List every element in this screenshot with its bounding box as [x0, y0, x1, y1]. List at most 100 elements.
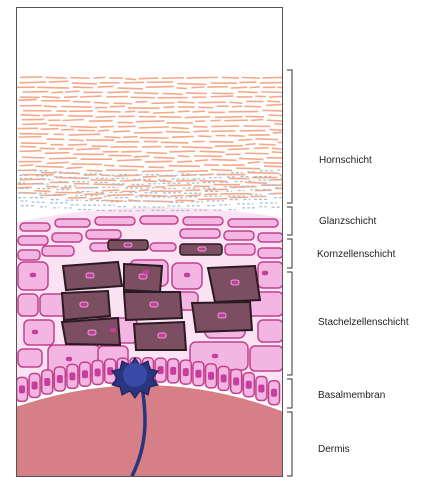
horn-flake [274, 124, 282, 125]
horn-flake [134, 156, 150, 157]
horn-flake [182, 147, 213, 148]
horn-flake [65, 91, 79, 92]
horn-flake [22, 124, 47, 125]
horn-flake [198, 199, 227, 200]
basal-cell [155, 358, 166, 382]
horn-flake [163, 107, 174, 108]
horn-flake [248, 173, 279, 174]
basal-cell [218, 366, 229, 390]
horn-flake [176, 180, 197, 181]
horn-flake [20, 165, 33, 166]
horn-flake [17, 187, 31, 188]
label-hornschicht: Hornschicht [319, 155, 372, 166]
label-stachelzellenschicht: Stachelzellenschicht [318, 317, 409, 328]
horn-flake [145, 161, 172, 162]
horn-flake [134, 93, 159, 94]
horn-flake [70, 127, 97, 128]
horn-flake [239, 82, 256, 83]
horn-flake [229, 102, 242, 103]
horn-flake [20, 146, 36, 147]
horn-flake [43, 115, 64, 116]
label-glanzschicht: Glanzschicht [319, 216, 376, 227]
horn-flake [104, 165, 114, 166]
horn-flake [44, 106, 57, 107]
basal-cell [29, 373, 40, 397]
horn-flake [236, 168, 260, 169]
basal-cell [17, 377, 28, 401]
horn-flake [251, 119, 263, 120]
horn-flake [161, 142, 189, 143]
horn-flake [245, 153, 268, 154]
horn-flake [71, 164, 102, 165]
horn-flake [178, 156, 189, 157]
horn-flake [139, 190, 149, 191]
label-basalmembran: Basalmembran [318, 390, 385, 401]
horn-flake [231, 87, 248, 88]
horn-flake [166, 132, 190, 133]
horn-flake [193, 111, 205, 112]
basal-cell [243, 373, 254, 397]
horn-flake [172, 128, 189, 129]
horn-flake [142, 170, 174, 171]
horn-flake [193, 131, 208, 132]
horn-flake [119, 166, 144, 167]
horn-flake [69, 134, 101, 135]
horn-flake [267, 120, 282, 121]
label-dermis: Dermis [318, 444, 350, 455]
basal-cell [92, 360, 103, 384]
horn-flake [84, 175, 97, 176]
horn-flake [176, 88, 186, 89]
horn-flake [127, 186, 151, 187]
horn-flake [261, 92, 282, 93]
horn-flake [105, 137, 121, 138]
horn-flake [40, 129, 58, 130]
horn-flake [123, 137, 138, 138]
horn-flake [35, 166, 63, 167]
basal-cell [168, 359, 179, 383]
horn-flake [266, 104, 282, 105]
horn-flake [269, 115, 282, 116]
horn-flake [34, 191, 50, 192]
horn-flake [117, 160, 141, 161]
horn-flake [76, 149, 100, 150]
horn-flake [118, 88, 143, 89]
horn-flake [211, 160, 236, 161]
horn-flake [89, 121, 113, 122]
horn-flake [146, 86, 174, 87]
horn-flake [272, 148, 282, 149]
basal-cell [256, 377, 267, 401]
horn-flake [108, 92, 130, 93]
horn-flake [255, 139, 278, 140]
horn-flake [254, 148, 269, 149]
horn-flake [19, 82, 46, 83]
horn-flake [262, 77, 282, 78]
horn-flake [177, 161, 192, 162]
horn-flake [41, 172, 55, 173]
horn-flake [280, 175, 282, 176]
horn-flake [46, 162, 69, 163]
horn-flake [200, 151, 225, 152]
horn-flake [49, 81, 69, 82]
horn-flake [239, 158, 264, 159]
basal-cell [231, 369, 242, 393]
horn-flake [163, 93, 183, 94]
horn-flake [95, 116, 115, 117]
horn-flake [177, 84, 206, 85]
horn-flake [269, 130, 282, 131]
horn-flake [143, 181, 157, 182]
horn-flake [46, 77, 67, 78]
basal-cell [80, 362, 91, 386]
horn-flake [21, 115, 40, 116]
horn-flake [169, 151, 195, 152]
horn-flake [238, 92, 258, 93]
horn-flake [114, 103, 132, 104]
horn-flake [20, 151, 42, 152]
horn-flake [262, 110, 282, 111]
horn-flake [154, 157, 175, 158]
horn-flake [210, 120, 220, 121]
horn-flake [94, 102, 109, 103]
horn-flake [228, 149, 249, 150]
horn-flake [245, 144, 255, 145]
horn-flake [80, 96, 102, 97]
